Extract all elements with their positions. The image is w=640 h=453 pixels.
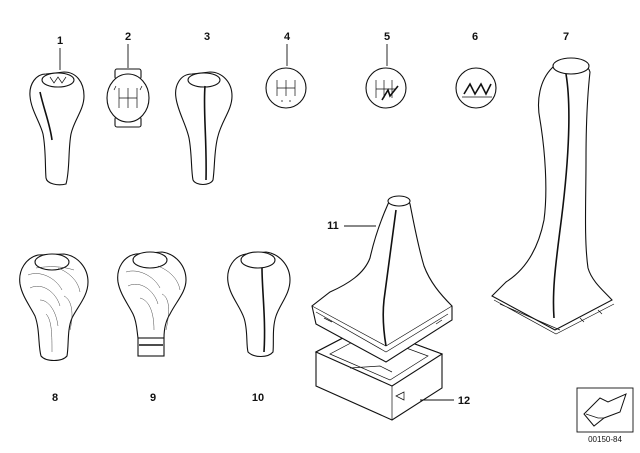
part-6-m-emblem[interactable]	[455, 67, 497, 109]
part-8-wood-shift-knob[interactable]	[19, 253, 89, 362]
callout-9: 9	[150, 392, 156, 404]
callout-2: 2	[125, 31, 131, 43]
part-1-shift-knob[interactable]	[29, 71, 85, 186]
arrow-icon	[583, 393, 627, 427]
part-3-shift-knob[interactable]	[175, 71, 233, 186]
callout-7: 7	[563, 31, 569, 43]
callout-6: 6	[472, 31, 478, 43]
callout-1: 1	[57, 35, 63, 47]
part-2-shift-pattern-insert[interactable]	[106, 68, 150, 128]
callout-5: 5	[384, 31, 390, 43]
part-4-shift-pattern-emblem[interactable]	[265, 67, 307, 109]
part-11-short-shift-boot[interactable]	[311, 195, 453, 363]
reference-number: 00150-84	[588, 435, 622, 444]
callout-8: 8	[52, 392, 58, 404]
callout-10: 10	[252, 392, 264, 404]
reference-box: 00150-84	[576, 387, 634, 444]
callout-11: 11	[327, 220, 339, 232]
part-7-shift-boot[interactable]	[491, 57, 615, 335]
callout-3: 3	[204, 31, 210, 43]
callout-4: 4	[284, 31, 291, 43]
part-9-wood-shift-knob-collar[interactable]	[117, 251, 187, 357]
part-10-leather-shift-knob[interactable]	[227, 251, 291, 358]
part-5-m-shift-pattern-emblem[interactable]	[365, 67, 407, 109]
callout-12: 12	[458, 395, 470, 407]
